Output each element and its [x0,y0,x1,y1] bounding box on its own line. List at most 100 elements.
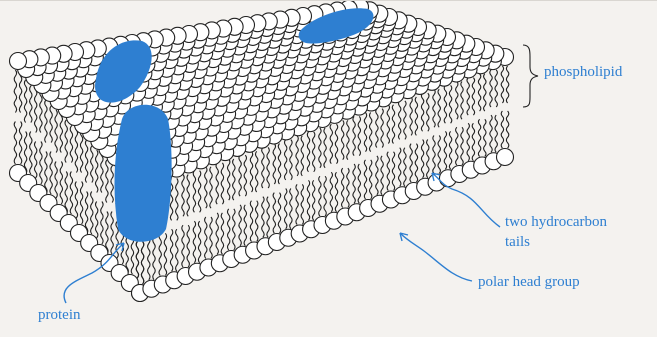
protein-transmembrane [115,105,172,242]
hydrocarbon-tail [449,85,451,123]
hydrocarbon-tail [45,100,47,143]
hydrocarbon-tail [35,90,37,133]
hydrocarbon-tail [80,130,82,173]
hydrocarbon-tail [176,178,178,220]
hydrocarbon-tail [233,209,235,250]
hydrocarbon-tail [490,70,492,107]
hydrocarbon-tail [244,155,246,196]
hydrocarbon-tail [427,140,429,178]
hydrocarbon-tail [216,163,218,204]
hydrocarbon-tail [233,159,235,200]
hydrocarbon-tail [262,197,264,238]
hydrocarbon-tail [198,171,200,213]
head-group [10,53,27,70]
hydrocarbon-tail [19,122,21,165]
hydrocarbon-tail [484,119,486,156]
hydrocarbon-tail [187,175,189,217]
hydrocarbon-tail [456,82,458,120]
hydrocarbon-tail [421,93,423,131]
hydrocarbon-tail [467,78,469,116]
hydrocarbon-tail [70,120,72,163]
hydrocarbon-tail [438,89,440,127]
hydrocarbon-tail [153,237,155,279]
hydrocarbon-tail [495,115,497,152]
hydrocarbon-tail [228,209,230,250]
hydrocarbon-tail [228,159,230,200]
hydrocarbon-tail [330,172,332,212]
hydrocarbon-tail [250,201,252,242]
hydrocarbon-tail [495,70,497,107]
hydrocarbon-tail [273,144,275,185]
hydrocarbon-tail [210,167,212,208]
hydrocarbon-tail [478,74,480,111]
label-hydrocarbon-tails-line2: tails [505,233,530,252]
hydrocarbon-tail [85,140,87,183]
hydrocarbon-tail [91,192,93,235]
hydrocarbon-tail [205,217,207,259]
hydrocarbon-tail [30,132,32,175]
hydrocarbon-tail [290,140,292,180]
hydrocarbon-tail [193,221,195,263]
hydrocarbon-tail [506,66,508,103]
hydrocarbon-tail [335,124,337,164]
hydrocarbon-tail [335,172,337,212]
hydrocarbon-tail [159,233,161,275]
hydrocarbon-tail [193,171,195,213]
hydrocarbon-tail [148,237,150,279]
hydrocarbon-tail [387,105,389,144]
hydrocarbon-tail [307,180,309,220]
brace-phospholipid [523,45,538,107]
hydrocarbon-tail [290,189,292,229]
hydrocarbon-tail [399,101,401,139]
hydrocarbon-tail [221,213,223,254]
hydrocarbon-tail [250,151,252,192]
hydrocarbon-tail [347,168,349,207]
label-polar-head-group: polar head group [478,273,580,292]
hydrocarbon-tail [244,205,246,246]
hydrocarbon-tail [111,212,113,255]
hydrocarbon-tail [307,132,309,172]
hydrocarbon-tail [24,80,26,123]
hydrocarbon-tail [55,110,57,153]
hydrocarbon-tail [324,128,326,168]
hydrocarbon-tail [30,80,32,123]
hydrocarbon-tail [449,131,451,169]
hydrocarbon-tail [70,172,72,215]
hydrocarbon-tail [216,213,218,254]
hydrocarbon-tail [285,140,287,180]
hydrocarbon-tail [342,168,344,207]
label-phospholipid: phospholipid [544,63,622,82]
hydrocarbon-tail [392,152,394,191]
hydrocarbon-tail [40,142,42,185]
hydrocarbon-tail [80,182,82,225]
hydrocarbon-tail [301,184,303,224]
hydrocarbon-tail [364,113,366,152]
hydrocarbon-tail [444,131,446,169]
hydrocarbon-tail [433,136,435,174]
hydrocarbon-tail [141,242,143,285]
hydrocarbon-tail [472,78,474,116]
hydrocarbon-tail [239,155,241,196]
hydrocarbon-tail [198,221,200,263]
hydrocarbon-tail [273,193,275,233]
hydrocarbon-tail [376,156,378,195]
hydrocarbon-tail [301,136,303,176]
hydrocarbon-tail [267,197,269,238]
hydrocarbon-tail [410,97,412,135]
hydrocarbon-tail [353,116,355,155]
hydrocarbon-tail [456,127,458,165]
hydrocarbon-tail [392,105,394,144]
hydrocarbon-tail [404,101,406,139]
hydrocarbon-tail [176,229,178,271]
hydrocarbon-tail [50,152,52,195]
hydrocarbon-tail [358,116,360,155]
hydrocarbon-tail [415,144,417,182]
hydrocarbon-tail [278,193,280,233]
hydrocarbon-tail [14,122,16,165]
hydrocarbon-tail [256,201,258,242]
hydrocarbon-tail [96,150,98,193]
hydrocarbon-tail [182,175,184,217]
hydrocarbon-tail [14,70,16,113]
hydrocarbon-tail [319,176,321,216]
hydrocarbon-tail [461,82,463,120]
